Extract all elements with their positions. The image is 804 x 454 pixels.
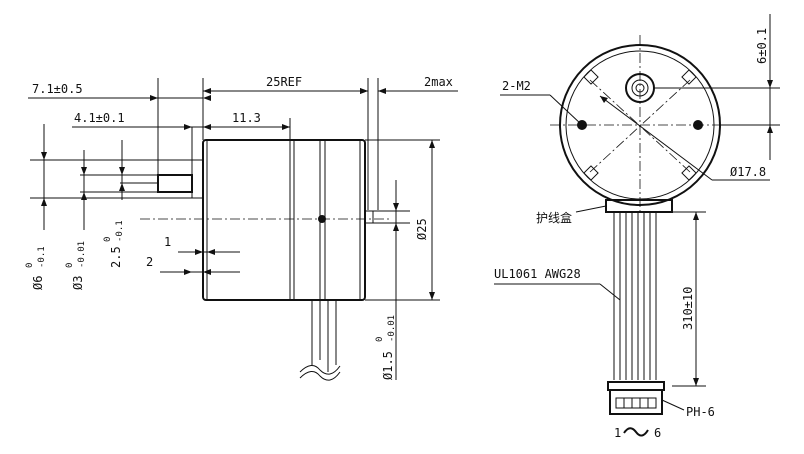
dim-shaft-dia-main: Ø6	[31, 276, 45, 290]
wire-bundle	[613, 212, 657, 380]
tol-upper: 0	[25, 263, 35, 268]
label-pin-end: 6	[654, 426, 661, 440]
dim-flat: 2.5	[109, 246, 123, 268]
dim-body-dia: Ø25	[415, 218, 429, 240]
tol-lower: -0.1	[37, 246, 47, 268]
dim-ring-2: 2	[146, 255, 153, 269]
label-wire: UL1061 AWG28	[494, 267, 581, 281]
side-view: 7.1±0.5 4.1±0.1 25REF 11.3 2max Ø6 0 -0.…	[25, 75, 458, 381]
tol-upper: 0	[103, 237, 113, 242]
tol-upper: 0	[65, 263, 75, 268]
tilde-icon	[623, 427, 649, 437]
label-pin-start: 1	[614, 426, 621, 440]
label-screw-holes: 2-M2	[502, 79, 531, 93]
label-connector: PH-6	[686, 405, 715, 419]
dim-shaft-length: 7.1±0.5	[32, 82, 83, 96]
dim-ring-1: 1	[164, 235, 171, 249]
tol-lower: -0.01	[77, 241, 87, 268]
tol-upper: 0	[375, 337, 385, 342]
label-pcd: Ø17.8	[730, 165, 766, 179]
motor-body	[202, 139, 366, 301]
dim-flange-offset: 4.1±0.1	[74, 111, 125, 125]
motor-shaft	[157, 174, 193, 193]
dim-body-partial: 11.3	[232, 111, 261, 125]
dim-lead-length: 310±10	[681, 287, 695, 330]
dim-top: 6±0.1	[755, 28, 769, 64]
dim-rear-shaft-dia: Ø1.5	[381, 351, 395, 380]
dim-body-length: 25REF	[266, 75, 302, 89]
connector	[607, 381, 665, 391]
dim-shaft-dia-inner: Ø3	[71, 276, 85, 290]
dim-rear-max: 2max	[424, 75, 453, 89]
tol-lower: -0.01	[387, 315, 397, 342]
label-cable-box: 护线盒	[536, 210, 572, 225]
tol-lower: -0.1	[115, 220, 125, 242]
rear-view: 2-M2 Ø17.8 6±0.1 护线盒	[494, 14, 780, 440]
